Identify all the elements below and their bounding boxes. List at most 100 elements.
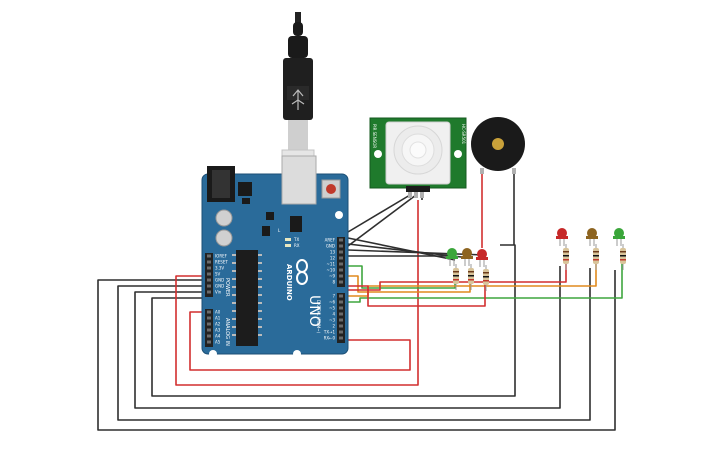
header-pin[interactable] bbox=[339, 294, 343, 298]
header-pin[interactable] bbox=[207, 260, 211, 264]
wire-black-loop-3 bbox=[134, 266, 561, 409]
header-pin[interactable] bbox=[207, 254, 211, 258]
pir-pin-vcc[interactable] bbox=[408, 192, 412, 198]
capacitor bbox=[215, 209, 233, 227]
pin-label: 12 bbox=[330, 256, 336, 261]
wire-black-loop-4 bbox=[151, 244, 516, 397]
led-group bbox=[446, 228, 626, 291]
header-pin[interactable] bbox=[207, 284, 211, 288]
pin-label: A2 bbox=[215, 322, 221, 327]
pin-label: ~5 bbox=[329, 306, 335, 311]
wires bbox=[97, 12, 623, 431]
pir-pin-gnd[interactable] bbox=[420, 192, 424, 198]
header-pin[interactable] bbox=[339, 306, 343, 310]
header-pin[interactable] bbox=[207, 278, 211, 282]
header-pin[interactable] bbox=[339, 336, 343, 340]
header-pin[interactable] bbox=[339, 312, 343, 316]
arduino-model: UNO bbox=[306, 295, 322, 327]
pin-label: ~3 bbox=[329, 318, 335, 323]
header-pin[interactable] bbox=[339, 274, 343, 278]
pir-side-text-right: HC-SR501 bbox=[461, 124, 466, 145]
header-pin[interactable] bbox=[207, 322, 211, 326]
piezo-buzzer-icon[interactable] bbox=[471, 117, 525, 174]
wire-pir-out bbox=[347, 194, 417, 247]
pin-label: ~6 bbox=[329, 300, 335, 305]
led-icon[interactable] bbox=[586, 228, 598, 246]
rx-led bbox=[285, 244, 291, 247]
pin-label: A5 bbox=[215, 340, 221, 345]
header-pin[interactable] bbox=[339, 250, 343, 254]
header-pin[interactable] bbox=[207, 334, 211, 338]
resistor-icon[interactable] bbox=[483, 265, 489, 291]
header-pin[interactable] bbox=[207, 340, 211, 344]
led-icon[interactable] bbox=[476, 249, 488, 267]
analog-header-title: ANALOG IN bbox=[224, 318, 230, 346]
header-pin[interactable] bbox=[339, 318, 343, 322]
led-icon[interactable] bbox=[446, 248, 458, 266]
header-pin[interactable] bbox=[207, 266, 211, 270]
pin-label: IOREF bbox=[215, 254, 228, 259]
header-pin[interactable] bbox=[339, 256, 343, 260]
resistor-icon[interactable] bbox=[468, 264, 474, 290]
header-pin[interactable] bbox=[207, 310, 211, 314]
header-pin[interactable] bbox=[339, 300, 343, 304]
pin-label: 3.3V bbox=[215, 266, 224, 271]
led-icon[interactable] bbox=[613, 228, 625, 246]
pin-label: A4 bbox=[215, 334, 221, 339]
header-pin[interactable] bbox=[207, 316, 211, 320]
pin-label: RESET bbox=[215, 260, 228, 265]
pin-label: AREF bbox=[325, 238, 336, 243]
pin-label: 5V bbox=[215, 272, 221, 277]
pin-label: 2 bbox=[332, 324, 335, 329]
resistor-icon[interactable] bbox=[563, 244, 569, 270]
pin-label: 4 bbox=[332, 312, 335, 317]
pin-label: A0 bbox=[215, 310, 221, 315]
header-pin[interactable] bbox=[207, 290, 211, 294]
header-pin[interactable] bbox=[207, 328, 211, 332]
digital-header-title: DIGITAL (PWM~) bbox=[316, 300, 321, 334]
header-pin[interactable] bbox=[339, 244, 343, 248]
wire-pir-vcc bbox=[347, 194, 411, 233]
led-icon[interactable] bbox=[461, 248, 473, 266]
pin-label: GND bbox=[215, 284, 224, 289]
resistor-icon[interactable] bbox=[453, 264, 459, 290]
header-pin[interactable] bbox=[339, 268, 343, 272]
usb-b-socket bbox=[281, 155, 317, 205]
pir-sensor-icon[interactable]: PIR SENSOR HC-SR501 bbox=[369, 117, 467, 198]
header-pin[interactable] bbox=[207, 272, 211, 276]
wire-red-loop-2 bbox=[189, 311, 411, 371]
header-pin[interactable] bbox=[339, 280, 343, 284]
pir-pin-out[interactable] bbox=[414, 192, 418, 198]
pin-label: 13 bbox=[330, 250, 336, 255]
wire-green-2 bbox=[348, 262, 623, 303]
pin-label: A3 bbox=[215, 328, 221, 333]
pin-label: ~9 bbox=[329, 274, 335, 279]
wire-red-signal-1 bbox=[348, 282, 486, 307]
wire-black-loop-2 bbox=[117, 268, 591, 421]
arduino-uno-board[interactable]: TX RX L ARDUINO UNO POWER ANALOG IN DIGI… bbox=[201, 155, 349, 358]
pin-label: 7 bbox=[332, 294, 335, 299]
pin-label: GND bbox=[326, 244, 335, 249]
tx-led bbox=[285, 238, 291, 241]
header-pin[interactable] bbox=[339, 238, 343, 242]
header-pin[interactable] bbox=[339, 324, 343, 328]
led-icon[interactable] bbox=[556, 228, 568, 246]
pin-label: RX←0 bbox=[324, 336, 336, 341]
l-label: L bbox=[278, 228, 281, 233]
pin-label: A1 bbox=[215, 316, 221, 321]
header-pin[interactable] bbox=[339, 330, 343, 334]
pin-label: TX→1 bbox=[323, 330, 336, 335]
resistor-icon[interactable] bbox=[620, 244, 626, 270]
header-pin[interactable] bbox=[339, 262, 343, 266]
power-header-title: POWER bbox=[224, 278, 230, 297]
resistor-icon[interactable] bbox=[593, 244, 599, 270]
wire-black-loop-1 bbox=[97, 270, 616, 431]
pin-label: GND bbox=[215, 278, 224, 283]
capacitor bbox=[215, 229, 233, 247]
wire-red-signal-2 bbox=[348, 262, 567, 291]
